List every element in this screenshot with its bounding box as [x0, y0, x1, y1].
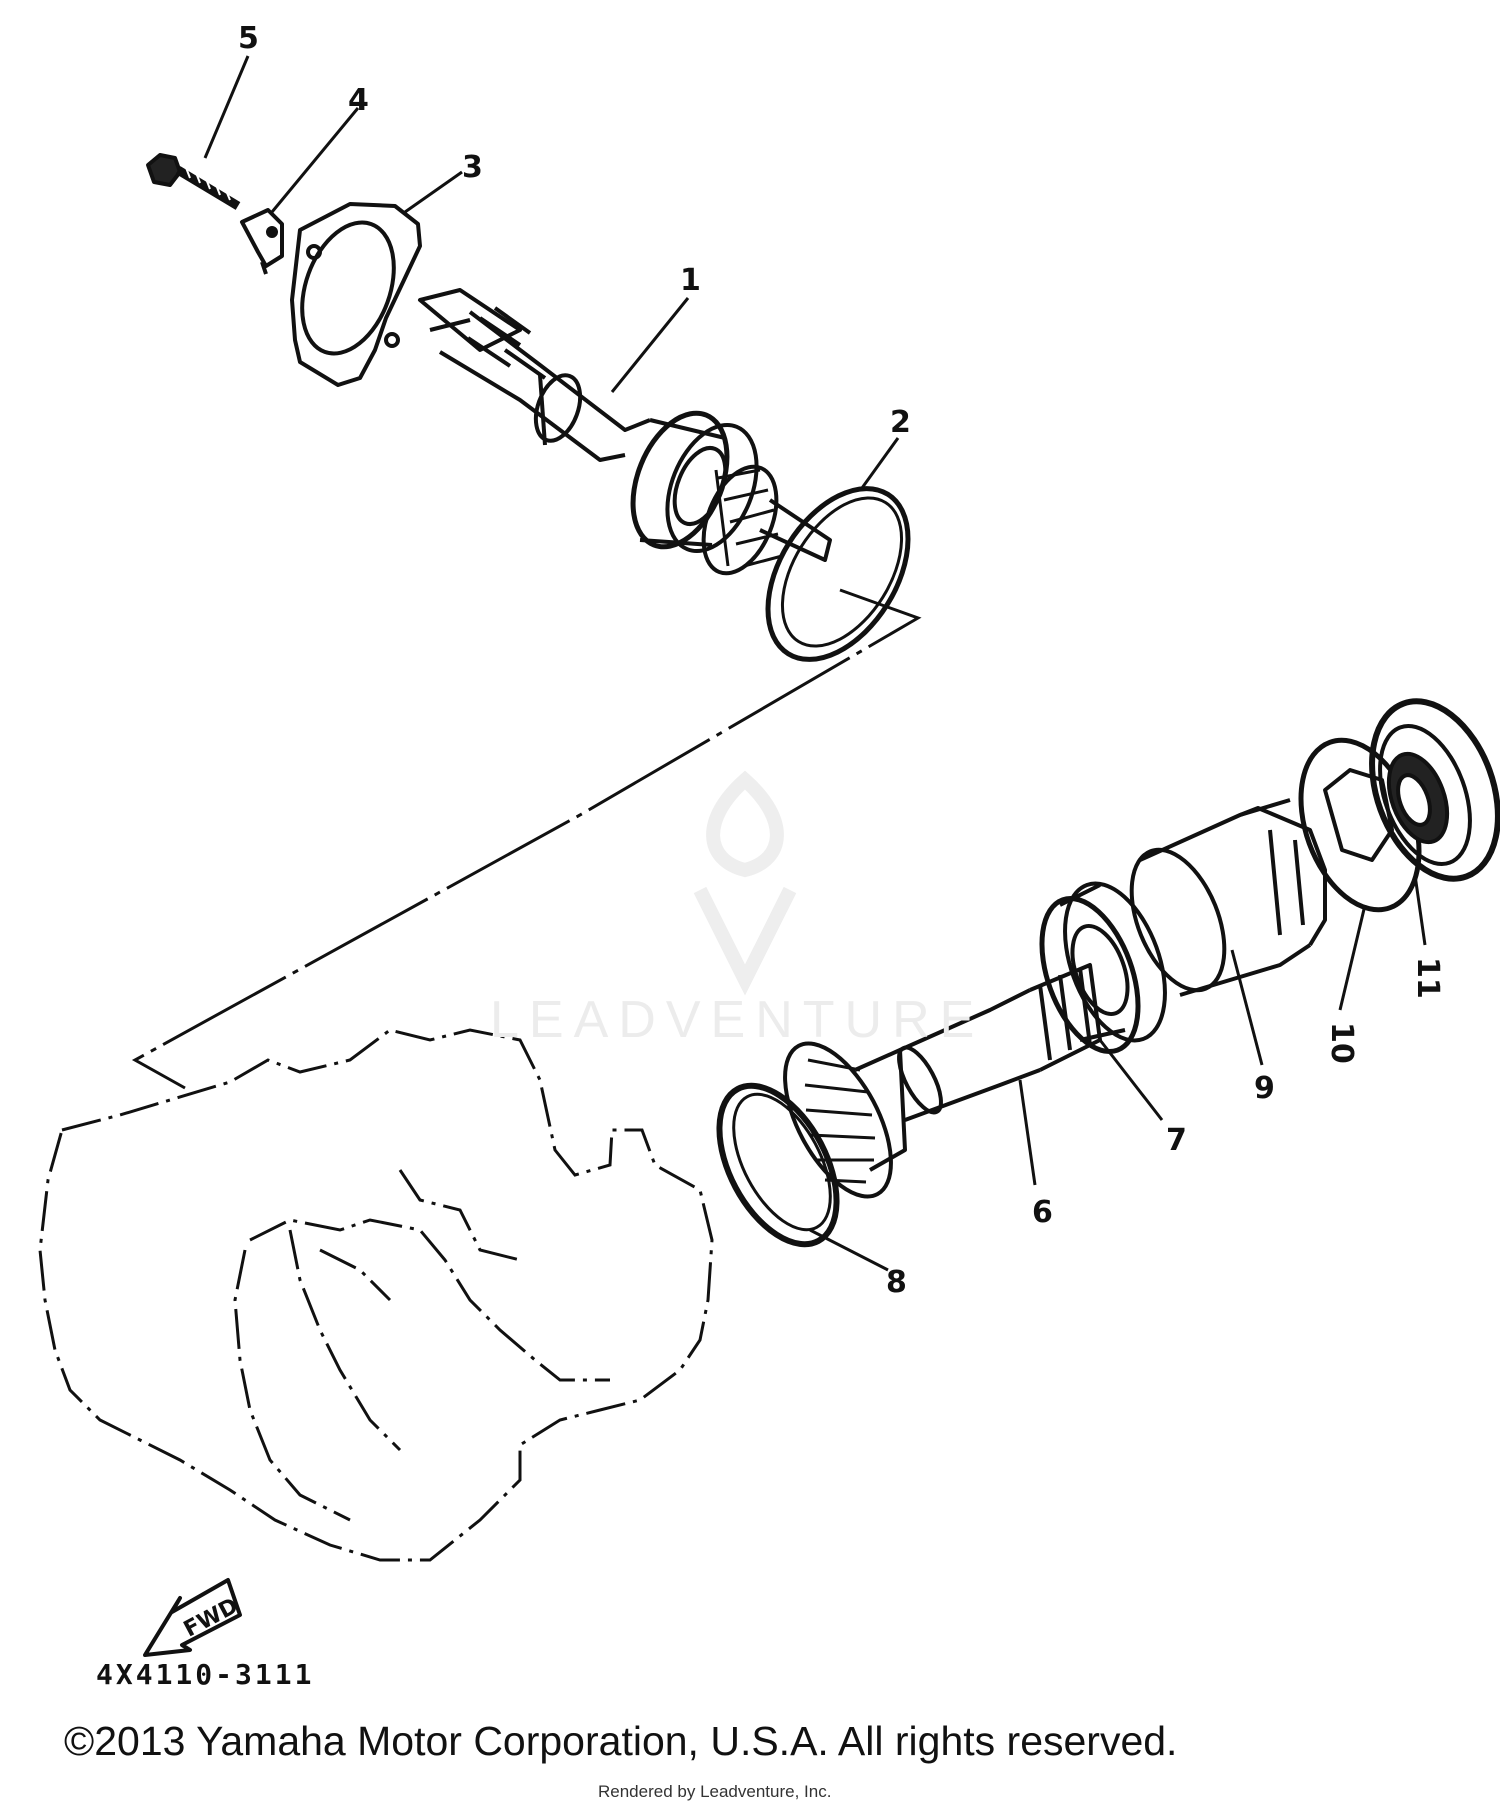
engine-case-outline [38, 1028, 714, 1562]
gasket-part [290, 202, 422, 387]
callout-2: 2 [890, 405, 911, 440]
callout-3: 3 [462, 150, 483, 185]
lower-shaft-assembly [716, 698, 1500, 1248]
reference-dash-line [131, 588, 922, 1090]
lower-bearing-part [1039, 881, 1167, 1055]
callout-10: 10 [1324, 1022, 1359, 1064]
bolt-part [146, 153, 241, 210]
leader-lines-lower [809, 874, 1427, 1272]
collar-housing-part [1129, 798, 1327, 997]
copyright-notice: ©2013 Yamaha Motor Corporation, U.S.A. A… [64, 1718, 1178, 1764]
callout-6: 6 [1032, 1195, 1053, 1230]
output-shaft-gear-part [783, 963, 1102, 1199]
rendered-by-notice: Rendered by Leadventure, Inc. [598, 1782, 832, 1801]
callout-5: 5 [238, 21, 259, 56]
diagram-part-code: 4X4110-3111 [96, 1658, 315, 1691]
drive-shaft-part [418, 288, 832, 576]
leadventure-watermark-logo [693, 770, 797, 996]
circlip-part [765, 486, 911, 662]
upper-shaft-assembly [146, 153, 911, 662]
fwd-direction-arrow [143, 1578, 242, 1657]
watermark-text: LEADVENTURE [490, 991, 985, 1049]
end-bearing-part [1369, 698, 1500, 882]
callout-1: 1 [680, 263, 701, 298]
seal-ring-part [716, 1082, 840, 1248]
leader-lines-upper [203, 55, 900, 489]
callout-4: 4 [348, 83, 369, 118]
callout-7: 7 [1166, 1123, 1187, 1158]
callout-8: 8 [886, 1265, 907, 1300]
callout-9: 9 [1254, 1071, 1275, 1106]
callout-labels: 5 4 3 1 2 6 7 8 9 10 11 [238, 21, 1445, 1300]
callout-11: 11 [1410, 957, 1445, 999]
clip-plate-part [240, 208, 284, 275]
